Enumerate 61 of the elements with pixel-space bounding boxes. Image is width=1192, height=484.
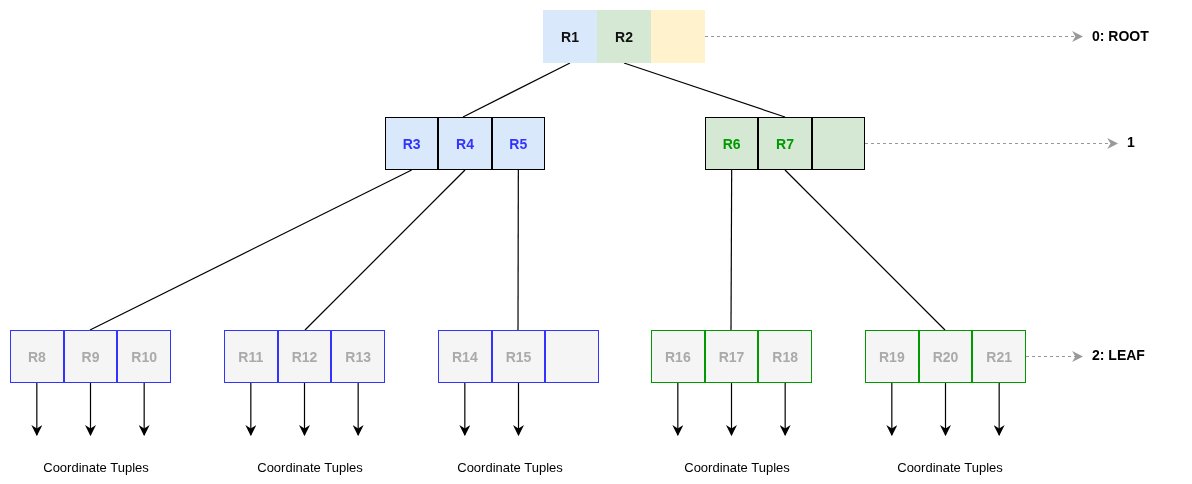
entry-cell: R14 [438,330,492,383]
entry-cell: R21 [972,330,1026,383]
entry-cell: R11 [224,330,278,383]
connector-line [89,169,413,331]
arrow [138,382,150,437]
entry-cell: R2 [597,10,651,63]
entry-cell: R16 [651,330,705,383]
entry-cell: R15 [491,330,546,383]
connector-line [304,169,466,331]
connector-line [517,169,519,331]
arrow [1025,351,1084,362]
entry-cell: R20 [918,330,973,383]
level-label: 0: ROOT [1092,28,1149,44]
entry-cell: R8 [10,330,64,383]
entry-cell: R5 [491,117,545,170]
caption-text: Coordinate Tuples [684,460,790,475]
node-group-box [865,330,1026,383]
arrow [85,382,96,437]
entry-cell: R3 [385,117,439,170]
caption-text: Coordinate Tuples [897,460,1003,475]
connector-line [730,169,733,331]
arrow [940,382,951,437]
entry-cell: R4 [438,117,492,170]
caption-text: Coordinate Tuples [457,460,563,475]
arrow [459,382,471,437]
arrow [513,382,524,437]
arrow [672,382,684,437]
connector-line [784,169,946,331]
node-group-box [543,10,705,63]
node-group-box [385,117,545,170]
level-label: 1 [1127,134,1135,150]
arrow [299,382,310,437]
node-group-box [705,117,865,170]
arrow [31,382,43,437]
entry-cell: R7 [758,117,812,170]
connector-line [462,62,571,118]
node-group-box [438,330,599,383]
entry-cell: R13 [331,330,385,383]
arrow [779,382,791,437]
arrow [245,382,257,437]
level-label: 2: LEAF [1092,347,1145,363]
entry-cell: R6 [705,117,759,170]
entry-cell: R12 [277,330,332,383]
entry-cell: R9 [63,330,118,383]
entry-cell: R18 [758,330,812,383]
entry-cell: R10 [117,330,171,383]
entry-cell: R17 [704,330,759,383]
connector-line [623,62,786,118]
arrow [726,382,737,437]
entry-cell: R19 [865,330,919,383]
arrow [886,382,898,437]
caption-text: Coordinate Tuples [257,460,363,475]
arrow [864,138,1119,149]
arrow [704,31,1084,42]
node-group-box [224,330,385,383]
entry-cell: R1 [543,10,597,63]
caption-text: Coordinate Tuples [43,460,149,475]
node-group-box [10,330,171,383]
node-group-box [651,330,812,383]
arrow [352,382,364,437]
arrow [993,382,1005,437]
